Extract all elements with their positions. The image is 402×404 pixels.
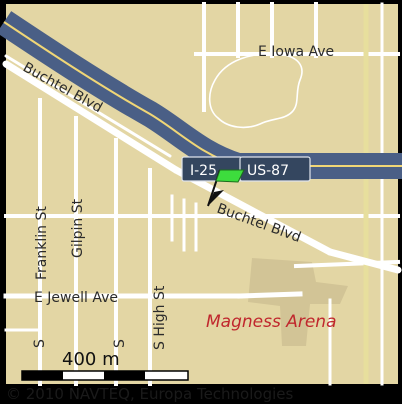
street-label-jewell: E Jewell Ave [34,290,118,306]
route-shields: I-25 US-87 [181,156,311,182]
freeway-i25 [0,11,402,179]
shield-us87-box [239,156,311,182]
shield-i25: I-25 [190,163,217,179]
street-label-franklin: Franklin St [34,206,50,280]
street-label-iowa: E Iowa Ave [258,44,334,60]
park-area [208,52,303,129]
scale-label: 400 m [62,349,120,370]
street-label-gilpin: Gilpin St [70,198,86,258]
flag-icon[interactable] [207,169,245,207]
buchtel-blvd-road [2,54,402,274]
arena-building [248,258,348,346]
scale-bar: 400 m [21,349,189,381]
copyright-text: © 2010 NAVTEQ, Europa Technologies [6,385,293,403]
shield-us87: US-87 [247,163,289,179]
street-label-s-fragment-2: S [112,339,128,348]
street-label-s-fragment: S [32,339,48,348]
street-label-high: S High St [152,285,168,350]
poi-label-magness-arena: Magness Arena [206,312,337,332]
